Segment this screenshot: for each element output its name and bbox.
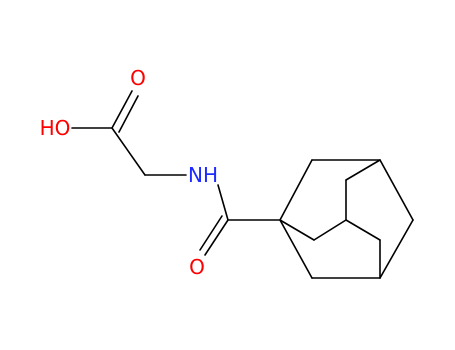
bond-c-o-double-1 (111, 90, 133, 129)
bond-adam-3 (379, 159, 414, 221)
bond-c-o-double-2 (118, 95, 139, 133)
bond-adam-6 (279, 219, 313, 279)
bonds (71, 90, 414, 279)
bond-adam-11 (345, 219, 381, 241)
amide-oxygen-label: O (189, 255, 205, 279)
bond-adam-10 (345, 159, 381, 181)
bond-c-ch2 (111, 127, 146, 176)
bond-adam-7 (279, 219, 315, 241)
acid-oxygen-label: O (130, 66, 146, 90)
bond-amide-o-double-1 (204, 219, 229, 256)
bond-adam-1 (279, 159, 313, 221)
bond-amide-o-double-2 (199, 215, 223, 251)
bond-adam-4 (379, 219, 414, 279)
amide-nh-label: NH (188, 163, 218, 187)
atom-labels: HO O NH O (40, 66, 218, 279)
bond-n-c-amide (217, 184, 229, 221)
bond-adam-8 (313, 219, 347, 241)
hydroxyl-label: HO (40, 116, 71, 140)
